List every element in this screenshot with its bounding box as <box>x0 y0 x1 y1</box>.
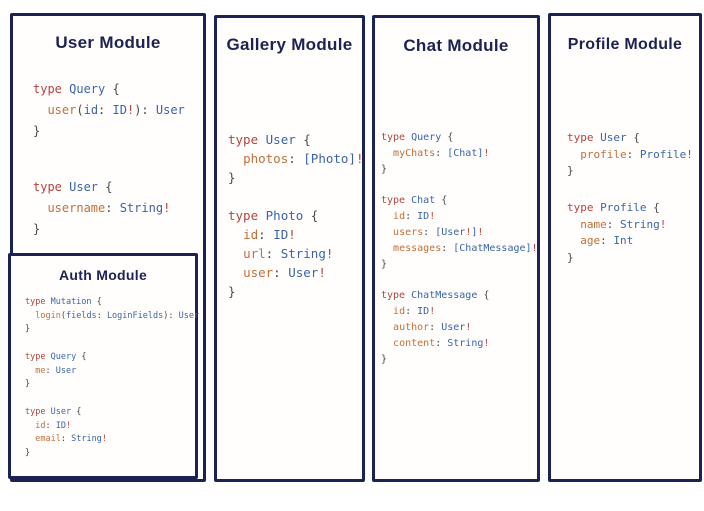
auth-module-title: Auth Module <box>58 267 148 283</box>
auth-module-panel: Auth Module type Mutation { login(fields… <box>8 253 200 479</box>
user-code-query: type Query { user(id: ID!): User} <box>33 82 185 138</box>
user-module-title: User Module <box>55 33 161 52</box>
gallery-module-title: Gallery Module <box>226 35 353 54</box>
gallery-module-panel: Gallery Module type User { photos: [Phot… <box>214 15 365 482</box>
chat-module-panel: Chat Module type Query { myChats: [Chat]… <box>372 15 540 482</box>
chat-module-title: Chat Module <box>403 36 509 55</box>
gallery-code-user: type User { photos: [Photo]!} <box>228 132 364 185</box>
chat-code-chatmessage: type ChatMessage { id: ID! author: User!… <box>381 290 490 365</box>
profile-module-title: Profile Module <box>567 36 683 53</box>
user-code-user: type User { username: String!} <box>33 180 171 236</box>
profile-code-profile: type Profile { name: String! age: Int} <box>567 201 667 264</box>
profile-module-panel: Profile Module type User { profile: Prof… <box>548 13 702 482</box>
auth-code-query: type Query { me: User} <box>25 352 87 390</box>
auth-code-mutation: type Mutation { login(fields: LoginField… <box>25 297 200 335</box>
auth-code-user: type User { id: ID! email: String!} <box>25 407 107 459</box>
profile-code-user: type User { profile: Profile!} <box>567 131 693 177</box>
chat-code-chat: type Chat { id: ID! users: [User!]! mess… <box>381 195 538 270</box>
gallery-code-photo: type Photo { id: ID! url: String! user: … <box>228 208 334 299</box>
chat-code-query: type Query { myChats: [Chat]!} <box>381 132 490 175</box>
